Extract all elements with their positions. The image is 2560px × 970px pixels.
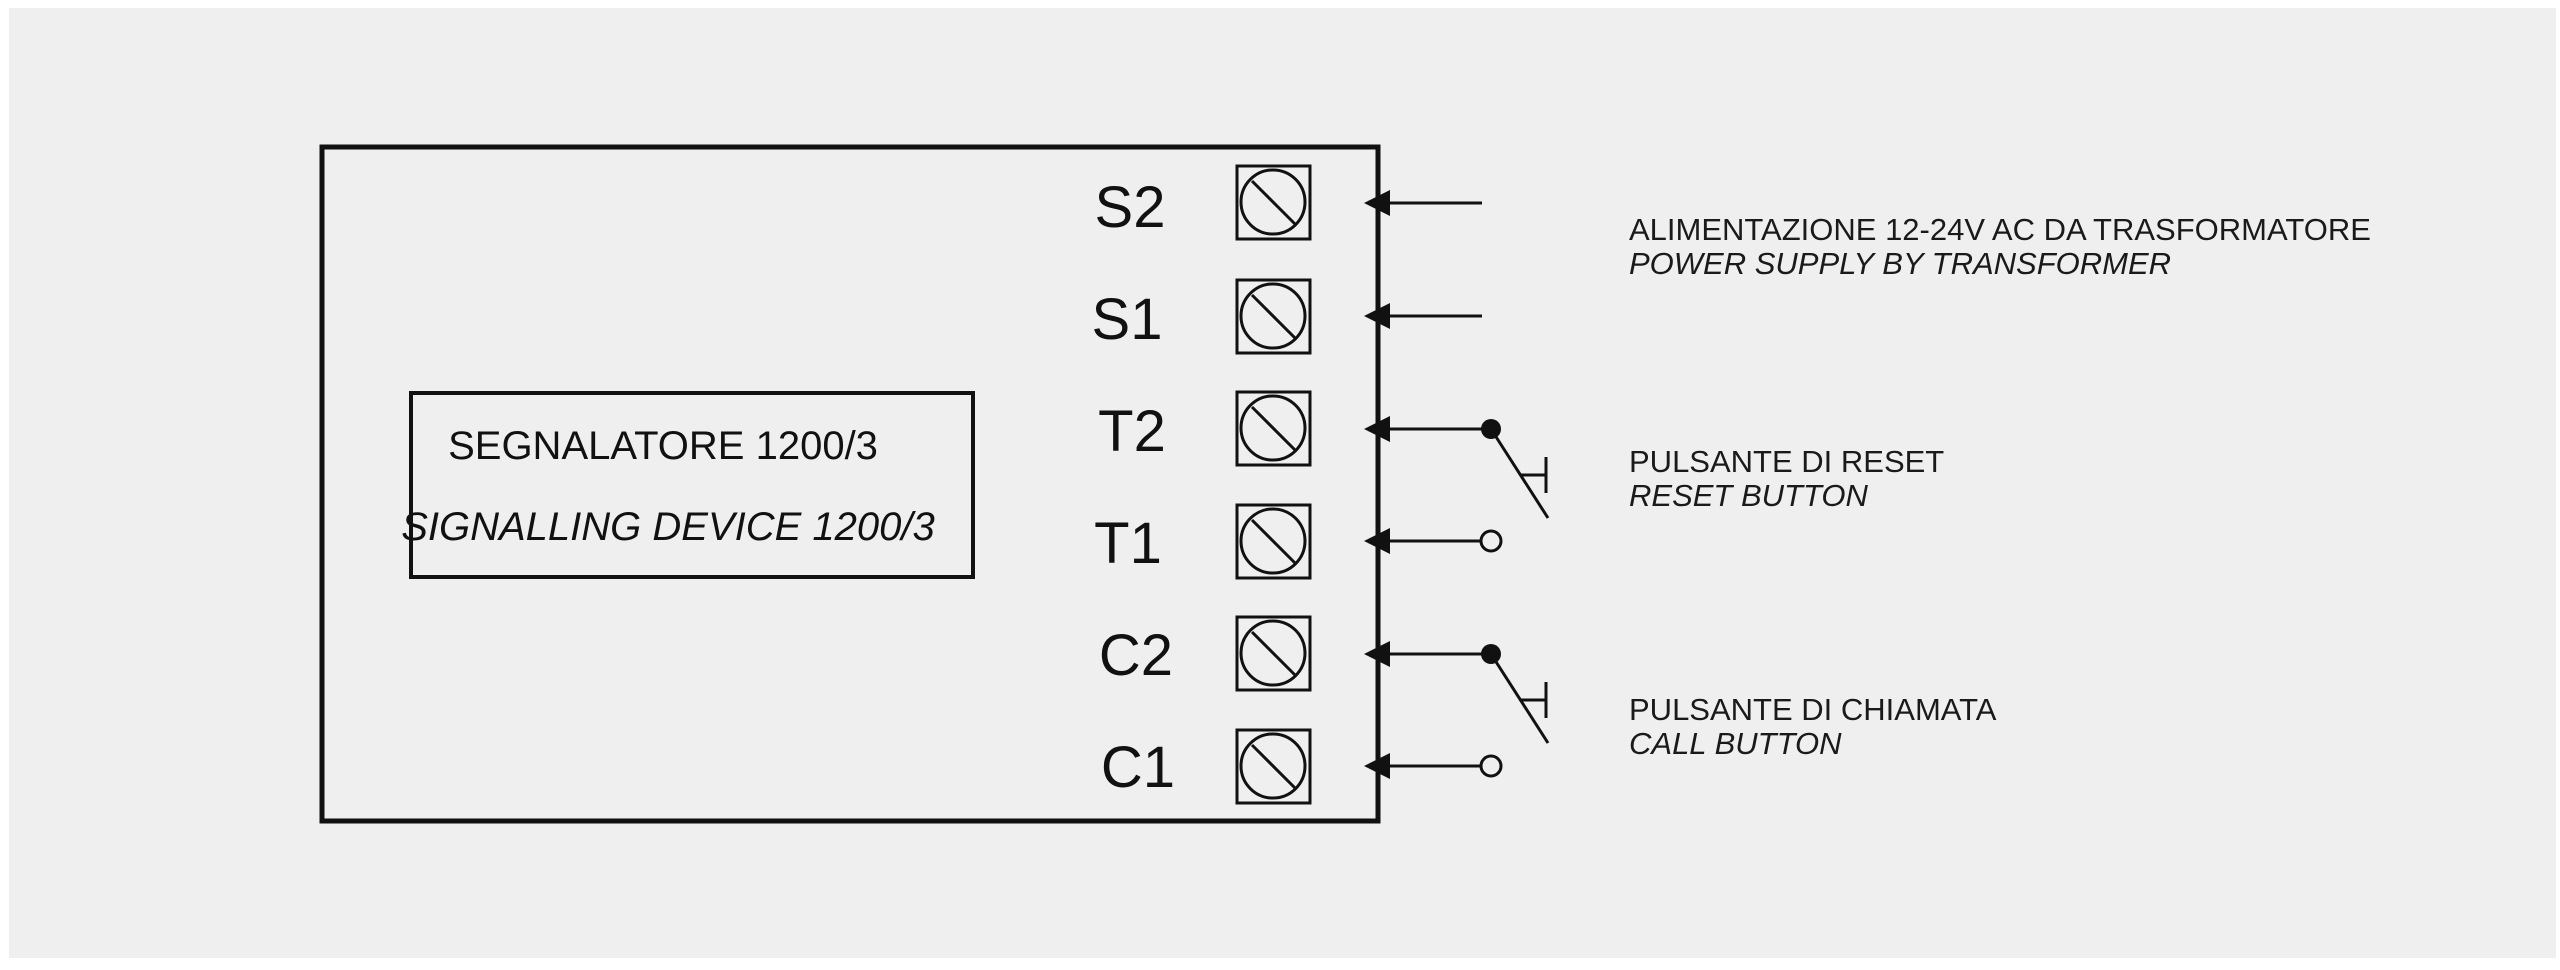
call-label-en: CALL BUTTON bbox=[1629, 726, 1842, 761]
device-title: SEGNALATORE 1200/3 bbox=[448, 424, 878, 468]
terminal-label-s2: S2 bbox=[1095, 175, 1166, 240]
screw-terminal-s1 bbox=[1235, 278, 1312, 355]
reset-label-en: RESET BUTTON bbox=[1629, 478, 1868, 513]
call-wire-c1 bbox=[1364, 753, 1503, 779]
terminal-label-t1: T1 bbox=[1094, 511, 1162, 576]
screw-terminal-s2 bbox=[1235, 164, 1312, 241]
device-label-box bbox=[409, 391, 975, 579]
reset-wire-t1 bbox=[1364, 528, 1503, 554]
call-pushbutton-switch bbox=[1489, 653, 1550, 744]
call-label-it: PULSANTE DI CHIAMATA bbox=[1629, 692, 1997, 727]
power-wire-s2 bbox=[1364, 190, 1482, 216]
screw-terminal-c1 bbox=[1235, 728, 1312, 805]
terminal-label-c1: C1 bbox=[1101, 735, 1175, 800]
device-housing bbox=[319, 144, 1381, 824]
terminal-label-t2: T2 bbox=[1098, 399, 1166, 464]
reset-label-it: PULSANTE DI RESET bbox=[1629, 444, 1944, 479]
terminal-label-s1: S1 bbox=[1092, 287, 1163, 352]
screw-terminal-t2 bbox=[1235, 390, 1312, 467]
screw-terminal-c2 bbox=[1235, 615, 1312, 692]
call-wire-c2 bbox=[1364, 641, 1501, 667]
power-label-it: ALIMENTAZIONE 12-24V AC DA TRASFORMATORE bbox=[1629, 212, 2371, 247]
reset-wire-t2 bbox=[1364, 416, 1501, 442]
reset-pushbutton-switch bbox=[1489, 428, 1550, 519]
terminal-label-c2: C2 bbox=[1099, 623, 1173, 688]
device-subtitle: SIGNALLING DEVICE 1200/3 bbox=[401, 505, 935, 549]
power-wire-s1 bbox=[1364, 303, 1482, 329]
screw-terminal-t1 bbox=[1235, 503, 1312, 580]
power-label-en: POWER SUPPLY BY TRANSFORMER bbox=[1629, 246, 2171, 281]
